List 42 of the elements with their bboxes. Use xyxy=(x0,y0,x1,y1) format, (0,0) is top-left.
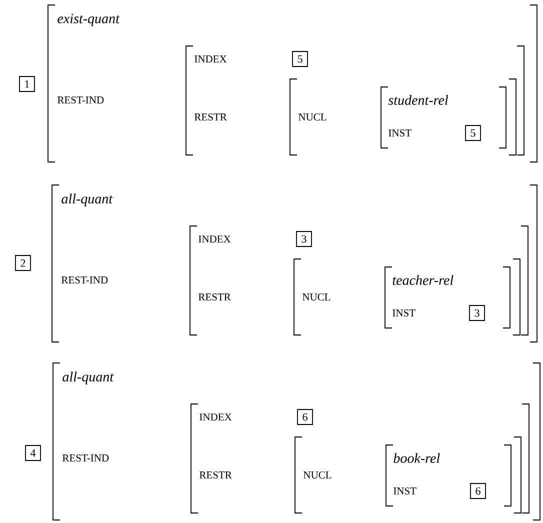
attribute-value-matrix xyxy=(384,266,510,328)
feature-label: REST-IND xyxy=(58,96,104,104)
feature-label: NUCL xyxy=(298,113,326,121)
attribute-value-matrix xyxy=(294,436,522,514)
feature-label: INST xyxy=(388,129,412,137)
tag-box: 4 xyxy=(25,445,41,461)
type-label: exist-quant xyxy=(58,14,120,26)
attribute-value-matrix xyxy=(190,404,530,514)
tag-box: 5 xyxy=(465,125,481,141)
feature-label: REST-IND xyxy=(62,276,108,284)
feature-label: RESTR xyxy=(198,293,231,301)
tag-box: 3 xyxy=(469,305,485,321)
attribute-value-matrix xyxy=(190,226,528,336)
feature-label: RESTR xyxy=(200,471,232,479)
attribute-value-matrix xyxy=(186,46,524,156)
attribute-value-matrix xyxy=(52,184,538,342)
attribute-value-matrix xyxy=(48,4,538,162)
feature-label: INDEX xyxy=(198,236,231,242)
tag-box: 2 xyxy=(15,255,31,271)
feature-label: NUCL xyxy=(304,471,332,479)
feature-label: INST xyxy=(394,487,416,495)
attribute-value-matrix xyxy=(290,78,516,156)
tag-box: 3 xyxy=(296,231,312,247)
type-label: all-quant xyxy=(62,194,113,206)
attribute-value-matrix xyxy=(294,258,520,336)
attribute-value-matrix xyxy=(386,444,512,506)
tag-box: 6 xyxy=(470,483,486,499)
feature-label: REST-IND xyxy=(62,454,109,462)
feature-label: INDEX xyxy=(200,414,232,420)
attribute-value-matrix xyxy=(380,86,506,148)
type-label: student-rel xyxy=(388,95,448,105)
feature-label: INST xyxy=(392,309,416,317)
tag-box: 5 xyxy=(292,51,308,67)
feature-label: INDEX xyxy=(194,56,227,62)
feature-label: RESTR xyxy=(194,113,227,121)
attribute-value-matrix xyxy=(52,362,540,520)
feature-label: NUCL xyxy=(302,293,330,301)
type-label: book-rel xyxy=(394,453,440,463)
type-label: teacher-rel xyxy=(392,275,454,285)
tag-box: 6 xyxy=(297,409,313,425)
tag-box: 1 xyxy=(19,76,35,92)
type-label: all-quant xyxy=(62,372,114,384)
